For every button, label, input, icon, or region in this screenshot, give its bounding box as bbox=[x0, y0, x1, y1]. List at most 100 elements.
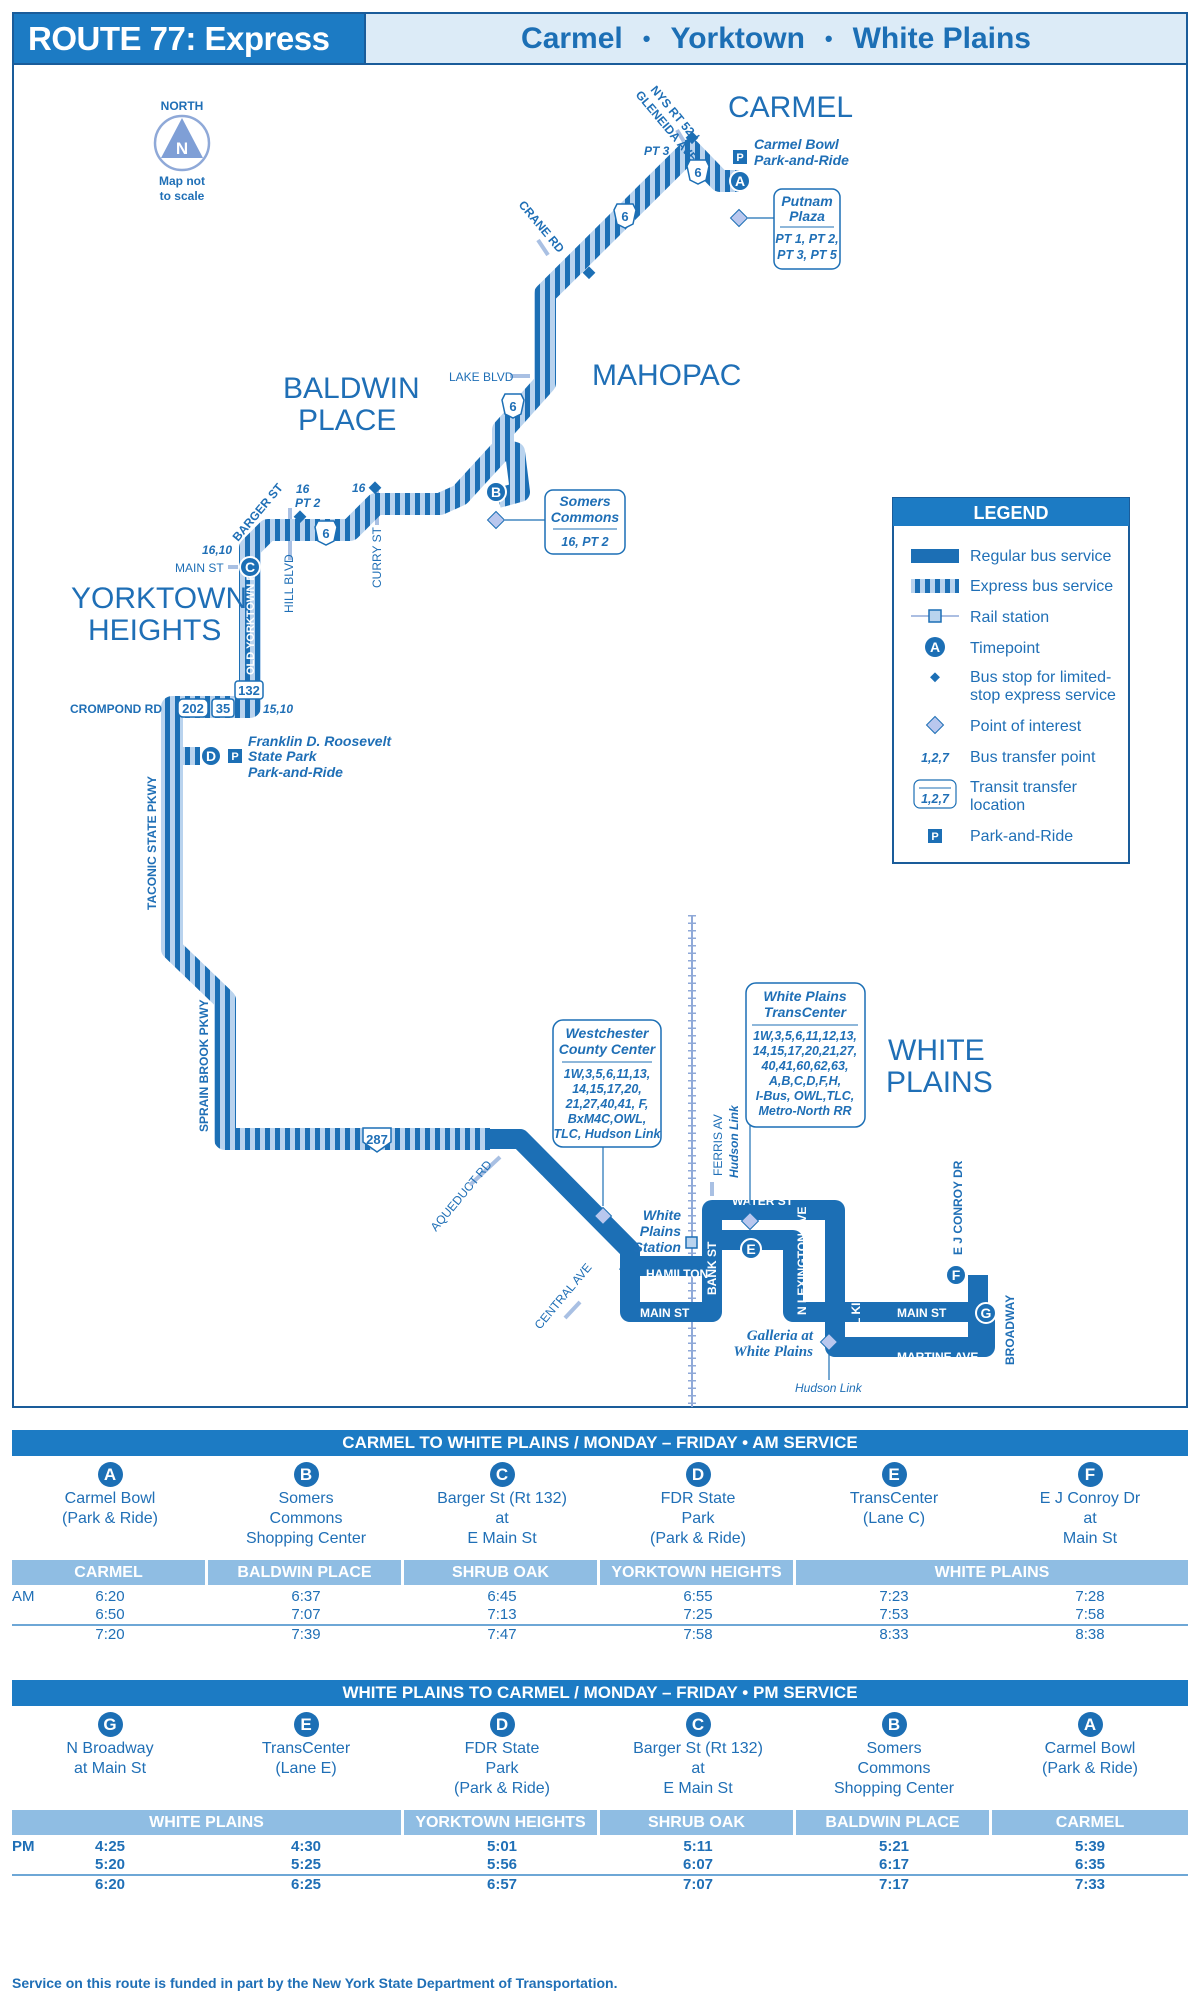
svg-text:A: A bbox=[735, 173, 745, 189]
timepoint-c-icon: C bbox=[239, 556, 261, 578]
compass-north-label: NORTH bbox=[161, 99, 204, 113]
place-label-state-park: State Park bbox=[248, 748, 318, 764]
rail-station-icon bbox=[911, 609, 959, 623]
place-label-wp-station: Plains bbox=[640, 1223, 681, 1239]
road-label-water-st: WATER ST bbox=[732, 1194, 794, 1208]
limited-stop-diamond-icon bbox=[930, 672, 940, 683]
svg-text:County Center: County Center bbox=[559, 1041, 657, 1057]
time-cell: 6:17 bbox=[878, 1856, 910, 1873]
town-header: SHRUB OAK bbox=[404, 1560, 600, 1585]
road-label-main-st-wp: MAIN ST bbox=[640, 1306, 690, 1320]
svg-text:35: 35 bbox=[216, 701, 230, 716]
road-label-crompond-rd: CROMPOND RD bbox=[70, 702, 162, 716]
town-header: SHRUB OAK bbox=[600, 1810, 796, 1835]
point-of-interest-icon bbox=[729, 208, 749, 228]
legend-label: Bus stop for limited- bbox=[970, 669, 1111, 686]
compass-letter: N bbox=[176, 139, 188, 158]
svg-text:TLC, Hudson Link: TLC, Hudson Link bbox=[554, 1127, 662, 1141]
time-cell: 4:25 bbox=[94, 1838, 126, 1855]
time-cell: 7:33 bbox=[1074, 1876, 1106, 1893]
timepoint-icon: D bbox=[685, 1462, 711, 1487]
park-and-ride-icon: P bbox=[733, 150, 747, 164]
transfer-label-hudson-link: Hudson Link bbox=[727, 1104, 741, 1178]
limited-stop-diamond-icon bbox=[293, 510, 307, 524]
destination-white-plains: White Plains bbox=[852, 21, 1031, 55]
poi-leader-lines bbox=[505, 217, 830, 1380]
timepoint-e-icon: E bbox=[740, 1238, 762, 1260]
period-label: AM bbox=[12, 1588, 35, 1605]
rt35-shield-icon: 35 bbox=[211, 698, 235, 718]
svg-text:14,15,17,20,: 14,15,17,20, bbox=[572, 1082, 642, 1096]
point-of-interest-icon bbox=[819, 1332, 839, 1352]
road-label-central-ave: CENTRAL AVE bbox=[532, 1261, 595, 1332]
bus-transfer-icon: 1,2,7 bbox=[921, 751, 950, 765]
svg-text:132: 132 bbox=[238, 683, 260, 698]
town-label-yorktown: YORKTOWN bbox=[71, 582, 247, 615]
svg-text:1,2,7: 1,2,7 bbox=[921, 792, 950, 806]
town-header: CARMEL bbox=[12, 1560, 208, 1585]
transfer-box-somers-commons: Somers Commons 16, PT 2 bbox=[544, 489, 626, 555]
us6-shield-icon: 6 bbox=[686, 159, 710, 185]
town-label-plains: PLAINS bbox=[886, 1066, 993, 1099]
timepoint-b-icon: B bbox=[485, 481, 507, 503]
legend-label: Rail station bbox=[970, 609, 1049, 626]
time-cell: 7:53 bbox=[879, 1606, 909, 1623]
stop-name: Carmel Bowl (Park & Ride) bbox=[1041, 1740, 1139, 1777]
time-cell: 6:25 bbox=[290, 1876, 322, 1893]
us202-shield-icon: 202 bbox=[177, 698, 209, 718]
transfer-label-hudson-link: Hudson Link bbox=[795, 1381, 863, 1395]
svg-text:16, PT 2: 16, PT 2 bbox=[561, 535, 608, 549]
funding-note: Service on this route is funded in part … bbox=[12, 1975, 618, 1991]
schedule-rows: AM 6:20 6:37 6:45 6:55 7:23 7:28 6:50 7:… bbox=[12, 1585, 1188, 1644]
time-cell: 7:39 bbox=[291, 1626, 321, 1643]
road-label-bank-st: BANK ST bbox=[705, 1241, 719, 1295]
route-header: ROUTE 77: Express Carmel • Yorktown • Wh… bbox=[12, 12, 1188, 65]
time-cell: 5:11 bbox=[683, 1838, 713, 1855]
point-of-interest-icon bbox=[925, 715, 945, 735]
road-label-taconic: TACONIC STATE PKWY bbox=[145, 776, 159, 910]
timepoint-icon: A bbox=[1077, 1712, 1103, 1737]
point-of-interest-icon bbox=[486, 510, 506, 530]
svg-text:Putnam: Putnam bbox=[781, 193, 832, 209]
timepoint-icon: B bbox=[293, 1462, 319, 1487]
town-header: BALDWIN PLACE bbox=[796, 1810, 992, 1835]
place-label-park-and-ride: Park-and-Ride bbox=[754, 152, 849, 168]
town-header: YORKTOWN HEIGHTS bbox=[600, 1560, 796, 1585]
timepoint-icon: F bbox=[1077, 1462, 1103, 1487]
scale-note-1: Map not bbox=[159, 174, 205, 188]
time-cell: 7:07 bbox=[291, 1606, 321, 1623]
table-row: 6:20 6:25 6:57 7:07 7:17 7:33 bbox=[12, 1874, 1188, 1894]
timepoint-icon: B bbox=[881, 1712, 907, 1737]
us6-shield-icon: 6 bbox=[501, 393, 525, 419]
transfer-label-16-10: 16,10 bbox=[202, 543, 232, 557]
time-cell: 6:55 bbox=[683, 1588, 713, 1605]
town-label-mahopac: MAHOPAC bbox=[592, 359, 741, 392]
timepoint-a-icon: A bbox=[729, 170, 751, 192]
legend-label: Express bus service bbox=[970, 578, 1113, 595]
destination-carmel: Carmel bbox=[521, 21, 623, 55]
time-cell: 6:50 bbox=[95, 1606, 125, 1623]
timepoint-d-icon: D bbox=[200, 745, 222, 767]
transfer-box-putnam-plaza: Putnam Plaza PT 1, PT 2, PT 3, PT 5 bbox=[773, 188, 841, 270]
time-cell: 7:25 bbox=[683, 1606, 713, 1623]
time-cell: 6:20 bbox=[94, 1876, 126, 1893]
road-label-mlk: ML KING JR BLVD bbox=[849, 1230, 863, 1335]
timepoint-icon: A bbox=[97, 1462, 123, 1487]
town-label-place: PLACE bbox=[298, 404, 396, 437]
transfer-box-westchester-county-center: Westchester County Center 1W,3,5,6,11,13… bbox=[552, 1019, 662, 1148]
period-label: PM bbox=[12, 1838, 35, 1855]
route-map: NORTH N Map not to scale NYS RT 52 / GLE… bbox=[70, 83, 1130, 1407]
place-label-galleria: Galleria at bbox=[747, 1328, 814, 1344]
stop-name: FDR State Park (Park & Ride) bbox=[649, 1490, 747, 1547]
table-row: 5:20 5:25 5:56 6:07 6:17 6:35 bbox=[12, 1856, 1188, 1874]
schedule-title: CARMEL TO WHITE PLAINS / MONDAY – FRIDAY… bbox=[12, 1430, 1188, 1456]
stop-header: D FDR State Park (Park & Ride) bbox=[600, 1456, 796, 1560]
place-label-galleria: White Plains bbox=[733, 1344, 813, 1360]
svg-text:F: F bbox=[952, 1267, 961, 1283]
legend-label: Bus transfer point bbox=[970, 749, 1096, 766]
